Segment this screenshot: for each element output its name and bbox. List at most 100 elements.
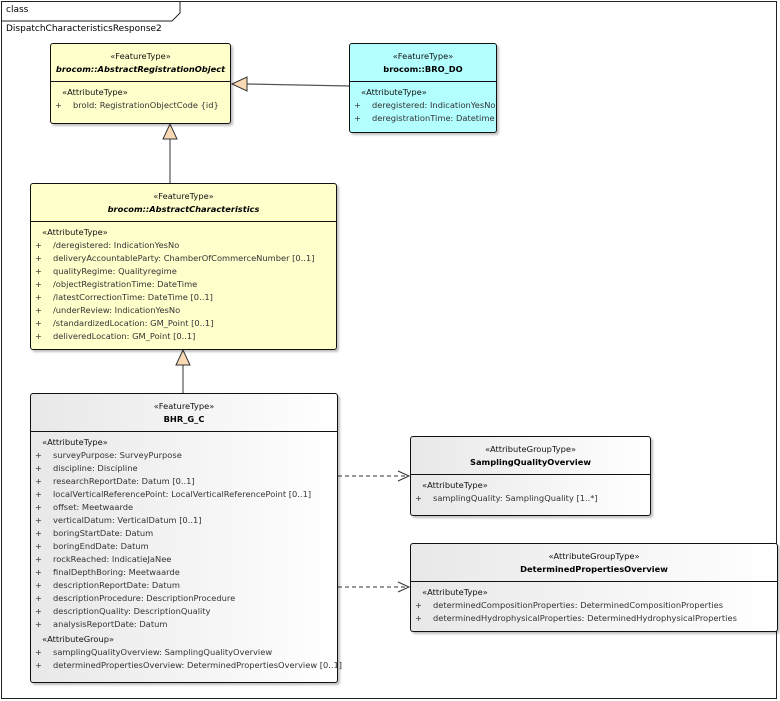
section-stereotype: «AttributeType» (422, 587, 488, 597)
visibility-public-icon: + (55, 100, 62, 110)
attribute-row[interactable]: +boringEndDate: Datum (31, 540, 337, 553)
attribute-row[interactable]: + samplingQuality: SamplingQuality [1..*] (411, 492, 650, 505)
attribute-text: finalDepthBoring: Meetwaarde (53, 567, 180, 577)
class-stereotype: «FeatureType» (153, 401, 215, 411)
attribute-row[interactable]: +researchReportDate: Datum [0..1] (31, 475, 337, 488)
visibility-public-icon: + (35, 331, 42, 341)
attribute-row[interactable]: + qualityRegime: Qualityregime (31, 265, 336, 278)
attribute-text: descriptionReportDate: Datum (53, 580, 180, 590)
attribute-compartment: «AttributeType»+surveyPurpose: SurveyPur… (31, 432, 342, 672)
dependency-arrowhead (397, 581, 411, 593)
attribute-row[interactable]: + verticalDatum: VerticalDatum [0..1] (31, 514, 337, 527)
visibility-public-icon: + (35, 554, 42, 564)
attribute-text: samplingQuality: SamplingQuality [1..*] (433, 493, 598, 503)
attribute-text: verticalDatum: VerticalDatum [0..1] (53, 515, 202, 525)
attribute-text: samplingQualityOverview: SamplingQuality… (53, 647, 273, 657)
attribute-row[interactable]: + descriptionProcedure: DescriptionProced… (31, 592, 337, 605)
class-abstract-registration-object[interactable]: «FeatureType»brocom::AbstractRegistratio… (50, 43, 231, 124)
attribute-row[interactable]: + rockReached: IndicatieJaNee (31, 553, 337, 566)
section-stereotype: «AttributeType» (42, 227, 108, 237)
dependency-arrowhead (397, 470, 411, 482)
visibility-public-icon: + (35, 489, 42, 499)
generalization-arrowhead (230, 76, 248, 92)
class-sampling-quality-overview[interactable]: «AttributeGroupType» SamplingQualityOverv… (410, 436, 651, 516)
attribute-row[interactable]: + offset: Meetwaarde (31, 501, 337, 514)
class-abstract-characteristics[interactable]: «FeatureType»brocom::AbstractCharacteris… (30, 183, 337, 350)
class-name: SamplingQualityOverview (469, 457, 592, 467)
class-bro-do[interactable]: «FeatureType»brocom::BRO_DO«AttributeTyp… (349, 43, 497, 133)
class-bhr-g-c[interactable]: «FeatureType»BHR_G_C«AttributeType»+surv… (30, 393, 342, 683)
attribute-row[interactable]: + analysisReportDate: Datum (31, 618, 337, 631)
visibility-public-icon: + (35, 305, 42, 315)
visibility-public-icon: + (35, 606, 42, 616)
attribute-row[interactable]: + finalDepthBoring: Meetwaarde (31, 566, 337, 579)
attribute-row[interactable]: +deliveryAccountableParty: ChamberOfComm… (31, 252, 336, 265)
attribute-row[interactable]: + broId: RegistrationObjectCode {id} (51, 99, 230, 112)
attribute-row[interactable]: + /latestCorrectionTime: DateTime [0..1] (31, 291, 336, 304)
attribute-row[interactable]: +samplingQualityOverview: SamplingQualit… (31, 646, 337, 659)
visibility-public-icon: + (35, 593, 42, 603)
section-stereotype: «AttributeType» (361, 87, 427, 97)
attribute-text: rockReached: IndicatieJaNee (53, 554, 172, 564)
visibility-public-icon: + (35, 266, 42, 276)
attribute-row[interactable]: +/standardizedLocation: GM_Point [0..1] (31, 317, 336, 330)
class-stereotype: «FeatureType» (153, 191, 214, 201)
visibility-public-icon: + (35, 619, 42, 629)
visibility-public-icon: + (35, 240, 42, 250)
class-header: «FeatureType»brocom::AbstractRegistratio… (51, 44, 230, 82)
generalization-line-bro-do[interactable] (246, 83, 351, 87)
attribute-text: boringEndDate: Datum (53, 541, 149, 551)
attribute-row[interactable]: + descriptionQuality: DescriptionQuality (31, 605, 337, 618)
attribute-row[interactable]: +discipline: Discipline (31, 462, 337, 475)
attribute-row[interactable]: +determinedHydrophysicalProperties: Dete… (411, 612, 777, 625)
attribute-row[interactable]: + /underReview: IndicationYesNo (31, 304, 336, 317)
attribute-row[interactable]: +determinedPropertiesOverview: Determine… (31, 659, 342, 672)
attribute-text: offset: Meetwaarde (53, 502, 134, 512)
attribute-text: /latestCorrectionTime: DateTime [0..1] (53, 292, 213, 302)
diagram-title: class DispatchCharacteristicsResponse2 (6, 5, 162, 34)
class-header: «FeatureType»brocom::AbstractCharacteris… (31, 184, 336, 222)
class-name: brocom::AbstractCharacteristics (107, 204, 260, 214)
attribute-row[interactable]: +deregistered: IndicationYesNo (350, 99, 496, 112)
attribute-text: /underReview: IndicationYesNo (53, 305, 181, 315)
attribute-row[interactable]: +surveyPurpose: SurveyPurpose (31, 449, 337, 462)
attribute-text: analysisReportDate: Datum (53, 619, 168, 629)
class-determined-properties-overview[interactable]: «AttributeGroupType»DeterminedProperties… (410, 543, 778, 632)
attribute-text: broId: RegistrationObjectCode {id} (73, 100, 219, 110)
section-stereotype: «AttributeType» (62, 87, 128, 97)
visibility-public-icon: + (35, 515, 42, 525)
visibility-public-icon: + (35, 502, 42, 512)
class-header: «FeatureType»BHR_G_C (31, 394, 337, 432)
attribute-row[interactable]: +determinedCompositionProperties: Determ… (411, 599, 777, 612)
attribute-row[interactable]: +/deregistered: IndicationYesNo (31, 239, 336, 252)
visibility-public-icon: + (35, 660, 42, 670)
attribute-row[interactable]: + deliveredLocation: GM_Point [0..1] (31, 330, 336, 343)
attribute-text: surveyPurpose: SurveyPurpose (53, 450, 182, 460)
attribute-text: descriptionQuality: DescriptionQuality (53, 606, 211, 616)
attribute-row[interactable]: + descriptionReportDate: Datum (31, 579, 337, 592)
attribute-text: determinedCompositionProperties: Determi… (433, 600, 724, 610)
attribute-text: qualityRegime: Qualityregime (53, 266, 177, 276)
attribute-compartment: «AttributeType» +determinedCompositionPro… (411, 582, 777, 625)
class-stereotype: «AttributeGroupType» (484, 444, 577, 454)
attribute-text: deregistered: IndicationYesNo (372, 100, 496, 110)
attribute-compartment: «AttributeType» +deregistered: Indication… (350, 82, 496, 125)
visibility-public-icon: + (35, 567, 42, 577)
attribute-text: researchReportDate: Datum [0..1] (53, 476, 195, 486)
visibility-public-icon: + (415, 493, 422, 503)
attribute-text: boringStartDate: Datum (53, 528, 154, 538)
attribute-row[interactable]: + boringStartDate: Datum (31, 527, 337, 540)
attribute-text: deliveredLocation: GM_Point [0..1] (53, 331, 196, 341)
attribute-text: discipline: Discipline (53, 463, 138, 473)
attribute-text: descriptionProcedure: DescriptionProcedu… (53, 593, 236, 603)
attribute-row[interactable]: +/objectRegistrationTime: DateTime (31, 278, 336, 291)
attribute-row[interactable]: +localVerticalReferencePoint: LocalVerti… (31, 488, 337, 501)
class-name: brocom::BRO_DO (383, 64, 463, 74)
attribute-compartment: «AttributeType» +/deregistered: Indicatio… (31, 222, 336, 343)
visibility-public-icon: + (35, 292, 42, 302)
visibility-public-icon: + (35, 580, 42, 590)
visibility-public-icon: + (35, 528, 42, 538)
attribute-row[interactable]: +deregistrationTime: Datetime (350, 112, 496, 125)
